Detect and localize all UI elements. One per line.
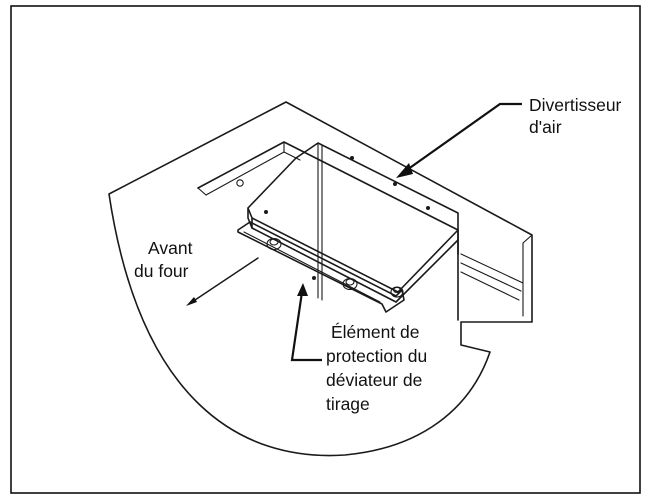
bolt [266, 237, 282, 251]
label-protection-line2: protection du [326, 346, 427, 366]
oven-front-arrow [186, 257, 259, 306]
bolt [342, 277, 358, 291]
protection-leader [290, 283, 322, 362]
border [10, 5, 641, 494]
label-protection-line3: déviateur de [326, 370, 422, 390]
label-protection-element: Élément de protection du déviateur de ti… [326, 322, 432, 414]
bolt [390, 286, 404, 298]
label-oven-front-line2: du four [134, 261, 189, 281]
label-protection-line4: tirage [326, 394, 370, 414]
label-air-diverter-line2: d'air [529, 117, 562, 137]
air-diverter-leader [396, 102, 522, 178]
oven-top-panel [108, 101, 533, 457]
label-air-diverter-line1: Divertisseur [529, 95, 622, 115]
label-air-diverter: Divertisseur d'air [529, 95, 626, 137]
label-oven-front-line1: Avant [148, 238, 193, 258]
label-oven-front: Avant du four [134, 238, 197, 281]
label-protection-line1: Élément de [331, 322, 420, 342]
protection-flange [237, 221, 405, 313]
